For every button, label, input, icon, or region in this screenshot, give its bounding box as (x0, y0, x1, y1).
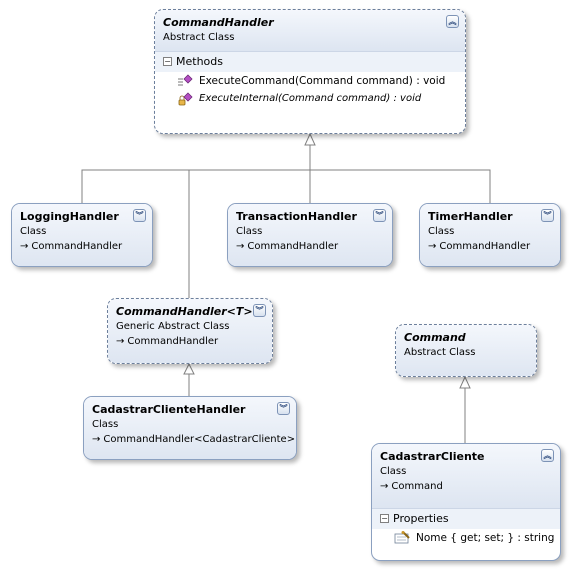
cadastrar-cliente-shape[interactable]: CadastrarCliente Class →Command ︽ −Prope… (371, 443, 561, 561)
method-signature: ExecuteInternal(Command command) : void (199, 93, 422, 104)
inheritance-arrow-command-handler (304, 132, 316, 146)
command-handler-name: CommandHandler (163, 16, 274, 29)
cadastrar-cliente-handler-base: →CommandHandler<CadastrarCliente> (92, 434, 296, 445)
method-signature: ExecuteCommand(Command command) : void (199, 75, 446, 87)
collapse-section-icon[interactable]: − (380, 514, 389, 523)
timer-handler-name: TimerHandler (428, 210, 513, 223)
chevron-down-icon[interactable]: ︾ (373, 209, 386, 222)
inheritance-arrow-icon: → (20, 241, 29, 252)
method-execute-internal[interactable]: ExecuteInternal(Command command) : void (155, 90, 465, 108)
cadastrar-cliente-handler-name: CadastrarClienteHandler (92, 403, 246, 416)
command-handler-shape[interactable]: CommandHandler Abstract Class ︽ −Methods… (154, 9, 466, 134)
inheritance-arrow-icon: → (428, 241, 437, 252)
methods-section-label: Methods (176, 55, 223, 68)
chevron-up-icon[interactable]: ︽ (541, 449, 554, 462)
logging-handler-shape[interactable]: LoggingHandler Class →CommandHandler ︾ (11, 203, 153, 267)
transaction-handler-header: TransactionHandler Class →CommandHandler… (228, 204, 392, 266)
cadastrar-cliente-name: CadastrarCliente (380, 450, 485, 463)
command-shape[interactable]: Command Abstract Class (395, 324, 537, 377)
generic-command-handler-header: CommandHandler<T> Generic Abstract Class… (108, 299, 272, 363)
property-signature: Nome { get; set; } : string (416, 532, 555, 544)
cadastrar-cliente-handler-kind: Class (92, 419, 119, 430)
generic-command-handler-kind: Generic Abstract Class (116, 321, 230, 332)
transaction-handler-name: TransactionHandler (236, 210, 357, 223)
inheritance-arrow-icon: → (380, 481, 389, 492)
inheritance-arrow-icon: → (236, 241, 245, 252)
generic-command-handler-name: CommandHandler<T> (116, 305, 253, 318)
chevron-down-icon[interactable]: ︾ (253, 304, 266, 317)
generic-command-handler-shape[interactable]: CommandHandler<T> Generic Abstract Class… (107, 298, 273, 364)
chevron-down-icon[interactable]: ︾ (133, 209, 146, 222)
timer-handler-header: TimerHandler Class →CommandHandler ︾ (420, 204, 560, 266)
command-name: Command (404, 331, 466, 344)
command-handler-header: CommandHandler Abstract Class ︽ (155, 10, 465, 52)
collapse-section-icon[interactable]: − (163, 57, 172, 66)
method-execute-command[interactable]: ExecuteCommand(Command command) : void (155, 72, 465, 90)
properties-section-label: Properties (393, 512, 449, 525)
inheritance-arrow-icon: → (116, 336, 125, 347)
logging-handler-kind: Class (20, 226, 47, 237)
command-header: Command Abstract Class (396, 325, 536, 376)
command-handler-kind: Abstract Class (163, 32, 235, 43)
inheritance-line-timer (310, 169, 491, 203)
property-icon (394, 531, 410, 544)
logging-handler-header: LoggingHandler Class →CommandHandler ︾ (12, 204, 152, 266)
inheritance-arrow-icon: → (92, 434, 101, 445)
cadastrar-cliente-kind: Class (380, 466, 407, 477)
transaction-handler-kind: Class (236, 226, 263, 237)
property-nome[interactable]: Nome { get; set; } : string (372, 529, 560, 547)
chevron-down-icon[interactable]: ︾ (277, 402, 290, 415)
transaction-handler-base: →CommandHandler (236, 241, 339, 252)
timer-handler-base: →CommandHandler (428, 241, 531, 252)
logging-handler-base: →CommandHandler (20, 241, 123, 252)
timer-handler-kind: Class (428, 226, 455, 237)
logging-handler-name: LoggingHandler (20, 210, 119, 223)
method-icon (178, 74, 193, 86)
methods-section-header[interactable]: −Methods (155, 52, 465, 72)
command-kind: Abstract Class (404, 347, 476, 358)
method-icon (178, 92, 193, 106)
cadastrar-cliente-handler-header: CadastrarClienteHandler Class →CommandHa… (84, 397, 296, 459)
inheritance-line-logging (81, 169, 310, 203)
cadastrar-cliente-header: CadastrarCliente Class →Command ︽ (372, 444, 560, 509)
chevron-down-icon[interactable]: ︾ (541, 209, 554, 222)
properties-section-header[interactable]: −Properties (372, 509, 560, 529)
inheritance-arrow-command (459, 375, 471, 389)
generic-command-handler-base: →CommandHandler (116, 336, 219, 347)
inheritance-arrow-generic-handler (183, 362, 195, 375)
timer-handler-shape[interactable]: TimerHandler Class →CommandHandler ︾ (419, 203, 561, 267)
cadastrar-cliente-handler-shape[interactable]: CadastrarClienteHandler Class →CommandHa… (83, 396, 297, 460)
chevron-up-icon[interactable]: ︽ (446, 15, 459, 28)
transaction-handler-shape[interactable]: TransactionHandler Class →CommandHandler… (227, 203, 393, 267)
cadastrar-cliente-base: →Command (380, 481, 443, 492)
